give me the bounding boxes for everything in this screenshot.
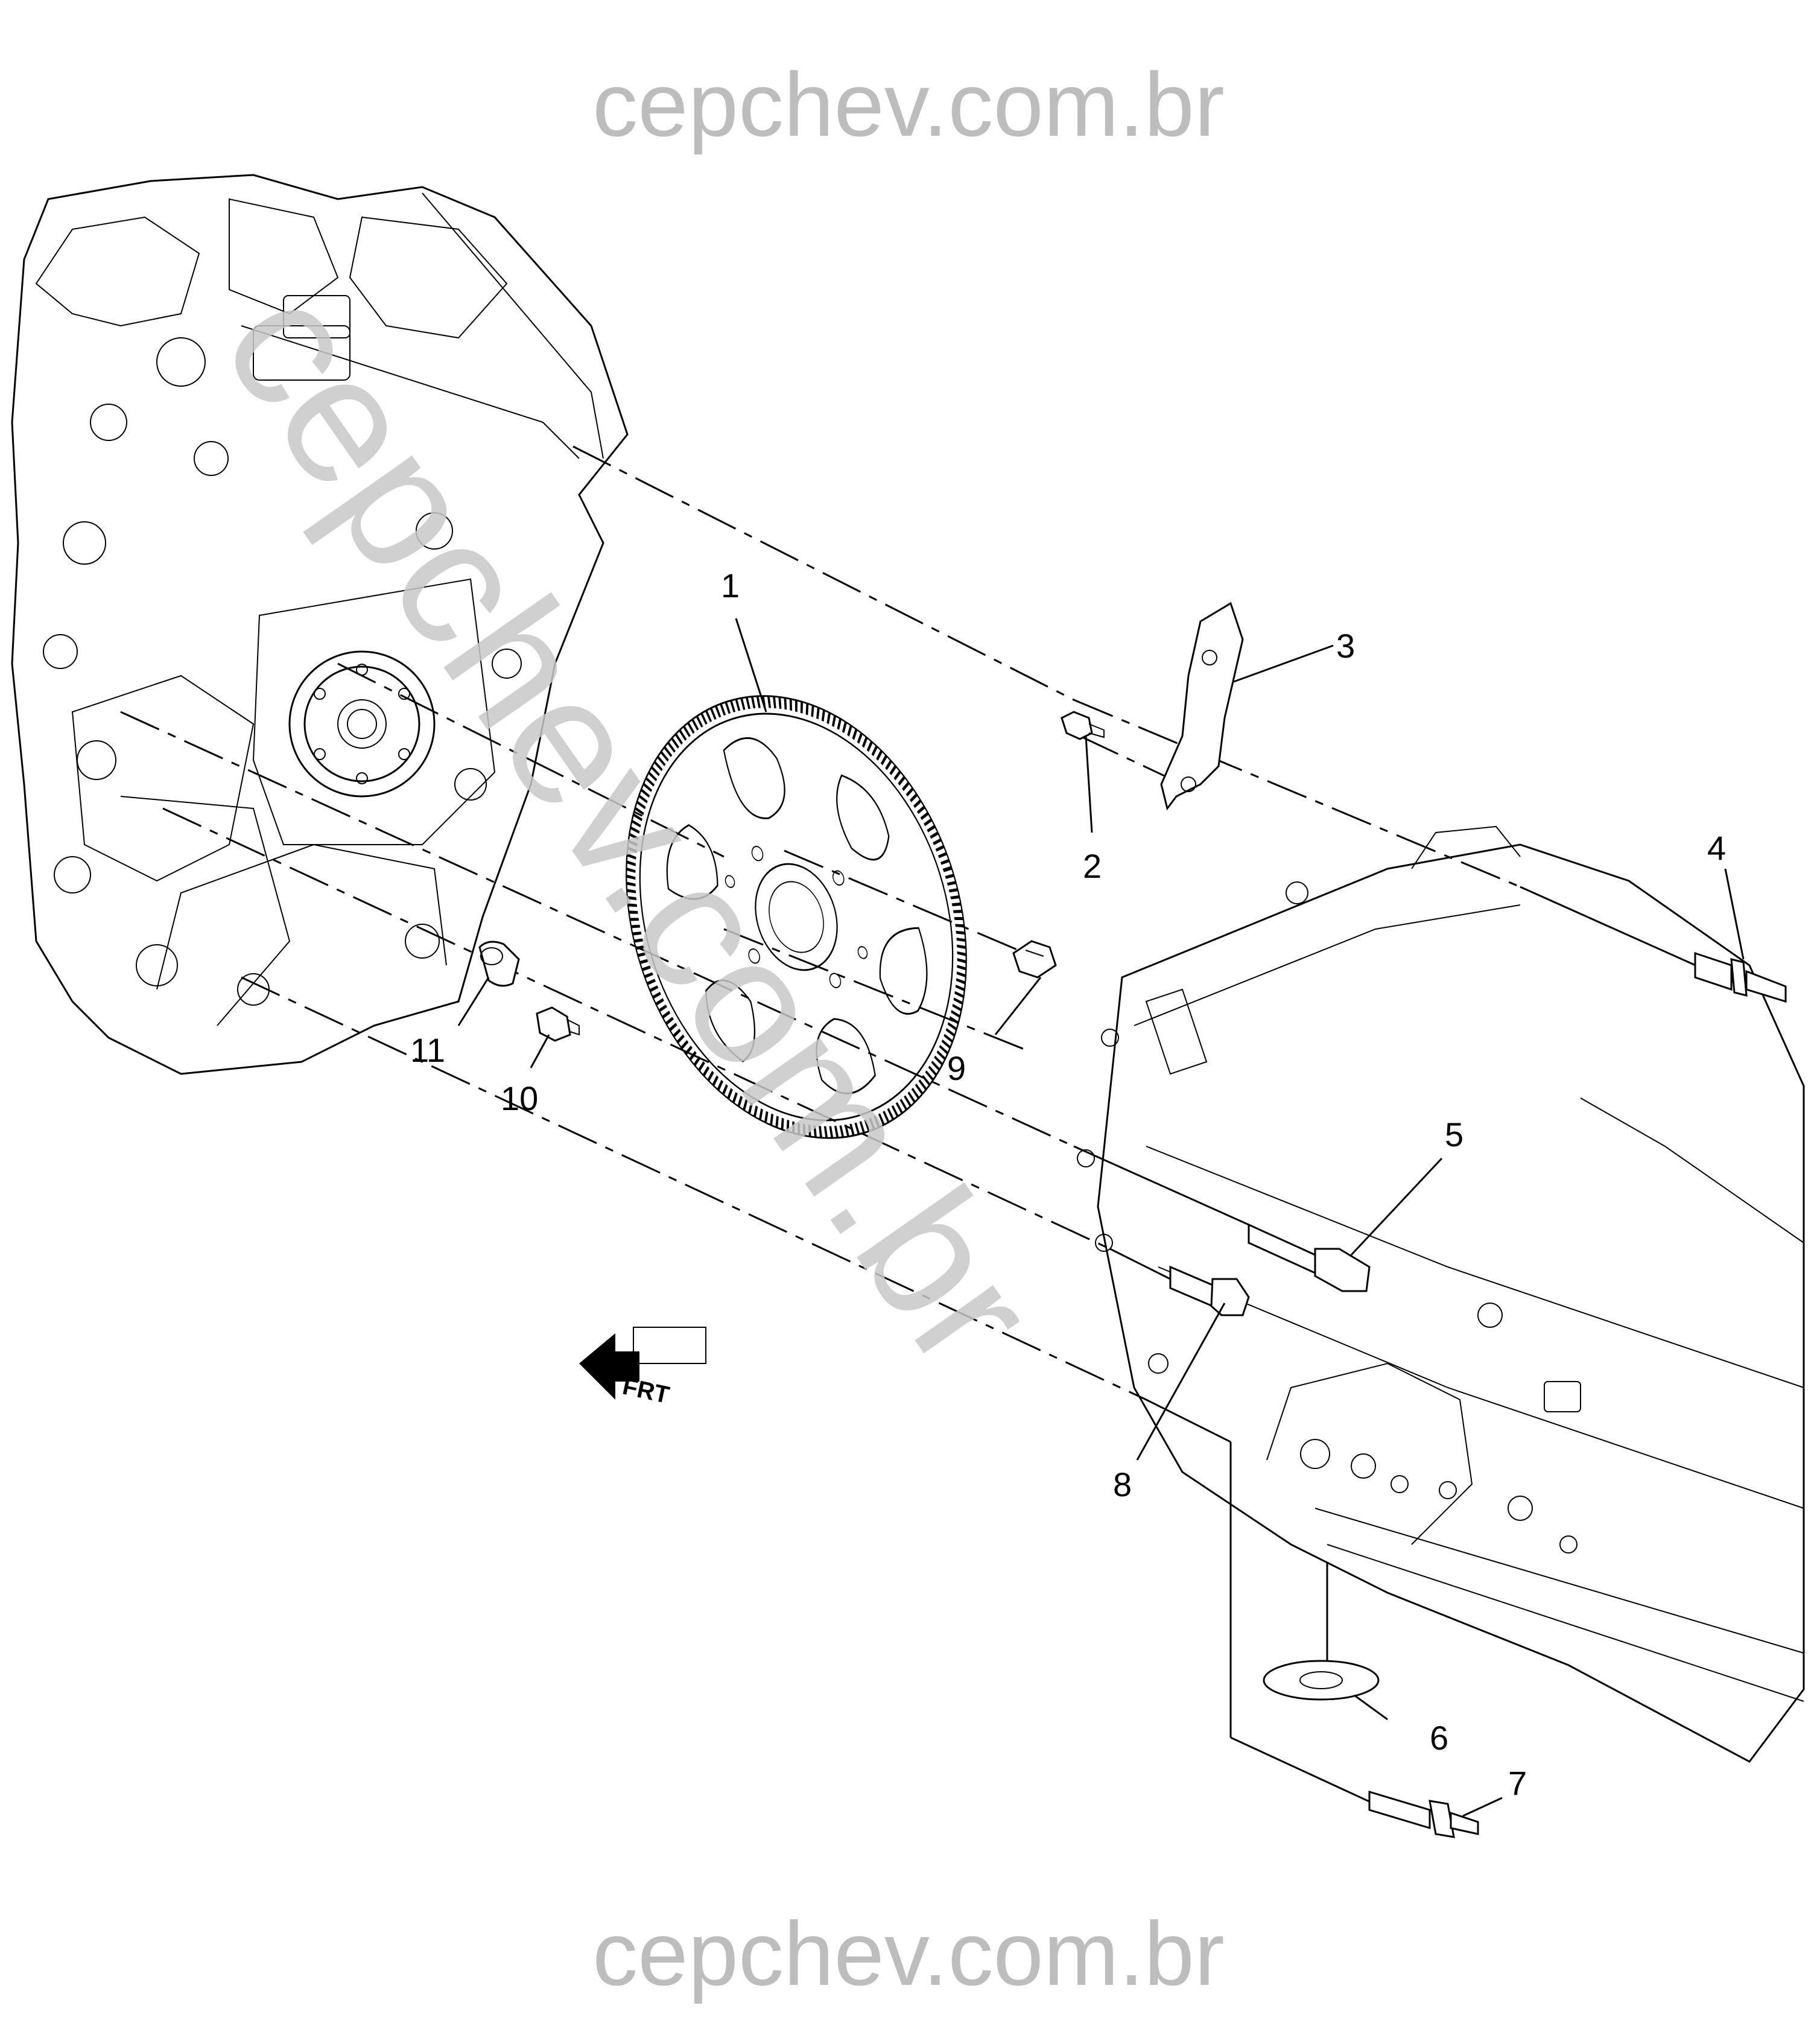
- alignment-lines: [120, 445, 1750, 1811]
- bolt-8: [1169, 1265, 1250, 1316]
- front-arrow-icon: [579, 1333, 639, 1400]
- callout-8: 8: [1113, 1465, 1132, 1503]
- callout-labels: 1 2 3 4 5 6 7 8 9 10 11: [410, 567, 1726, 1802]
- bolt-2: [1061, 711, 1105, 740]
- transmission-assembly: [1077, 825, 1805, 1763]
- dowel-11: [478, 941, 520, 987]
- bracket: [1160, 601, 1244, 811]
- flywheel: [626, 695, 967, 1139]
- engine-block: [11, 174, 629, 1075]
- callout-1: 1: [721, 567, 740, 605]
- watermark-diagonal: cepchev.com.br: [185, 250, 1076, 1402]
- washer-6: [1263, 1660, 1380, 1701]
- front-marker-label: FRT: [620, 1373, 671, 1409]
- callout-10: 10: [501, 1079, 538, 1117]
- callout-6: 6: [1430, 1719, 1448, 1757]
- callout-5: 5: [1445, 1116, 1463, 1154]
- callout-3: 3: [1336, 627, 1355, 665]
- bolt-9: [1012, 940, 1057, 979]
- callout-4: 4: [1707, 829, 1726, 867]
- callout-9: 9: [947, 1049, 966, 1087]
- callout-11: 11: [410, 1031, 445, 1069]
- stud-7: [1368, 1790, 1479, 1838]
- watermark-bottom: cepchev.com.br: [592, 1903, 1225, 2004]
- watermark-top: cepchev.com.br: [592, 54, 1225, 155]
- front-orientation-marker: FRT: [579, 1327, 706, 1409]
- callout-7: 7: [1508, 1764, 1527, 1802]
- leader-lines: [457, 618, 1745, 1817]
- bolt-10: [536, 1006, 580, 1042]
- stud-4: [1694, 951, 1787, 1003]
- callout-2: 2: [1083, 847, 1102, 885]
- bolt-5: [1248, 1223, 1371, 1292]
